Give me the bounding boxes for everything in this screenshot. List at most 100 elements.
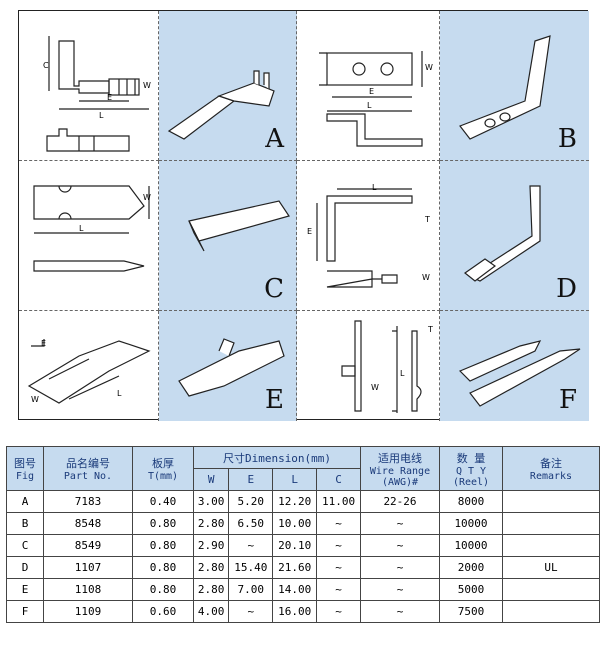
figure-grid: C W E L A W E L: [18, 10, 589, 421]
col-part-no: 品名编号 Part No.: [43, 446, 133, 491]
cell-part: 8548: [43, 512, 133, 535]
cell-t: 0.60: [132, 600, 194, 623]
cell-c: ~: [316, 512, 361, 535]
cell-l: 10.00: [272, 512, 318, 535]
terminal-e-line-drawing: [27, 339, 151, 404]
dim-label-l: L: [99, 111, 104, 120]
cell-fig: E: [6, 578, 44, 601]
terminal-f-iso-drawing: [458, 340, 581, 407]
dim-label-c: C: [43, 61, 49, 70]
cell-e: 5.20: [228, 490, 274, 513]
col-dimension: 尺寸Dimension(mm): [193, 446, 361, 469]
cell-remarks: [502, 534, 600, 557]
cell-wire: ~: [360, 578, 440, 601]
cell-c: ~: [316, 578, 361, 601]
cell-t: 0.80: [132, 578, 194, 601]
drawing-a: C W E L: [19, 11, 159, 161]
cell-c: ~: [316, 600, 361, 623]
col-wire-range: 适用电线 Wire Range (AWG)#: [360, 446, 440, 491]
dim-label-w: W: [143, 193, 151, 202]
cell-e: 7.00: [228, 578, 274, 601]
cell-wire: ~: [360, 512, 440, 535]
dim-label-w: W: [31, 395, 39, 404]
cell-remarks: [502, 578, 600, 601]
cell-t: 0.80: [132, 512, 194, 535]
cell-c: ~: [316, 556, 361, 579]
cell-remarks: [502, 512, 600, 535]
dim-label-l: L: [79, 224, 84, 233]
cell-e: ~: [228, 534, 274, 557]
cell-wire: 22-26: [360, 490, 440, 513]
terminal-c-line-drawing: [33, 185, 150, 272]
dim-label-l: L: [372, 183, 377, 192]
cell-t: 0.80: [132, 556, 194, 579]
dim-label-l: L: [367, 101, 372, 110]
cell-fig: A: [6, 490, 44, 513]
terminal-d-line-drawing: [316, 188, 413, 288]
iso-view-a: A: [159, 11, 297, 161]
dim-label-w: W: [143, 81, 151, 90]
dim-label-t: T: [428, 325, 433, 334]
dim-label-w: W: [425, 63, 433, 72]
cell-qty: 10000: [439, 534, 503, 557]
cell-l: 16.00: [272, 600, 318, 623]
cell-e: 6.50: [228, 512, 274, 535]
col-qty: 数 量 Q T Y (Reel): [439, 446, 503, 491]
cell-c: 11.00: [316, 490, 361, 513]
cell-qty: 2000: [439, 556, 503, 579]
cell-part: 1107: [43, 556, 133, 579]
drawing-c: W L: [19, 161, 159, 311]
col-w: W: [192, 468, 230, 491]
cell-fig: C: [6, 534, 44, 557]
dim-label-e: E: [41, 339, 47, 348]
figure-letter-b: B: [557, 124, 577, 154]
terminal-f-line-drawing: [341, 320, 422, 413]
cell-part: 8549: [43, 534, 133, 557]
col-remarks: 备注 Remarks: [502, 446, 600, 491]
drawing-e: E W L: [19, 311, 159, 421]
figure-letter-f: F: [558, 385, 577, 415]
terminal-a-iso-drawing: [167, 70, 275, 140]
iso-view-c: C: [159, 161, 297, 311]
cell-w: 2.80: [192, 556, 230, 579]
iso-view-d: D: [440, 161, 589, 311]
cell-wire: ~: [360, 556, 440, 579]
iso-view-b: B: [440, 11, 589, 161]
col-thickness: 板厚 T(mm): [132, 446, 194, 491]
cell-qty: 8000: [439, 490, 503, 513]
terminal-b-line-drawing: [319, 51, 423, 147]
cell-qty: 5000: [439, 578, 503, 601]
cell-fig: D: [6, 556, 44, 579]
dim-label-l: L: [117, 389, 122, 398]
cell-l: 12.20: [272, 490, 318, 513]
cell-t: 0.80: [132, 534, 194, 557]
cell-remarks: [502, 600, 600, 623]
cell-fig: B: [6, 512, 44, 535]
drawing-d: L T E W: [297, 161, 440, 311]
figure-letter-d: D: [556, 274, 577, 304]
spec-table: 图号 Fig 品名编号 Part No. 板厚 T(mm) 尺寸Dimensio…: [6, 446, 600, 623]
terminal-a-line-drawing: [46, 36, 149, 152]
terminal-c-iso-drawing: [188, 200, 290, 252]
cell-part: 1109: [43, 600, 133, 623]
cell-qty: 7500: [439, 600, 503, 623]
cell-remarks: UL: [502, 556, 600, 579]
cell-l: 14.00: [272, 578, 318, 601]
cell-w: 4.00: [192, 600, 230, 623]
cell-fig: F: [6, 600, 44, 623]
dim-label-w: W: [371, 383, 379, 392]
col-fig: 图号 Fig: [6, 446, 44, 491]
cell-w: 2.80: [192, 578, 230, 601]
dim-label-t: T: [425, 215, 430, 224]
terminal-d-iso-drawing: [463, 185, 541, 282]
figure-letter-a: A: [265, 124, 284, 154]
col-c: C: [316, 468, 361, 491]
drawing-b: W E L: [297, 11, 440, 161]
dim-label-l: L: [400, 369, 405, 378]
